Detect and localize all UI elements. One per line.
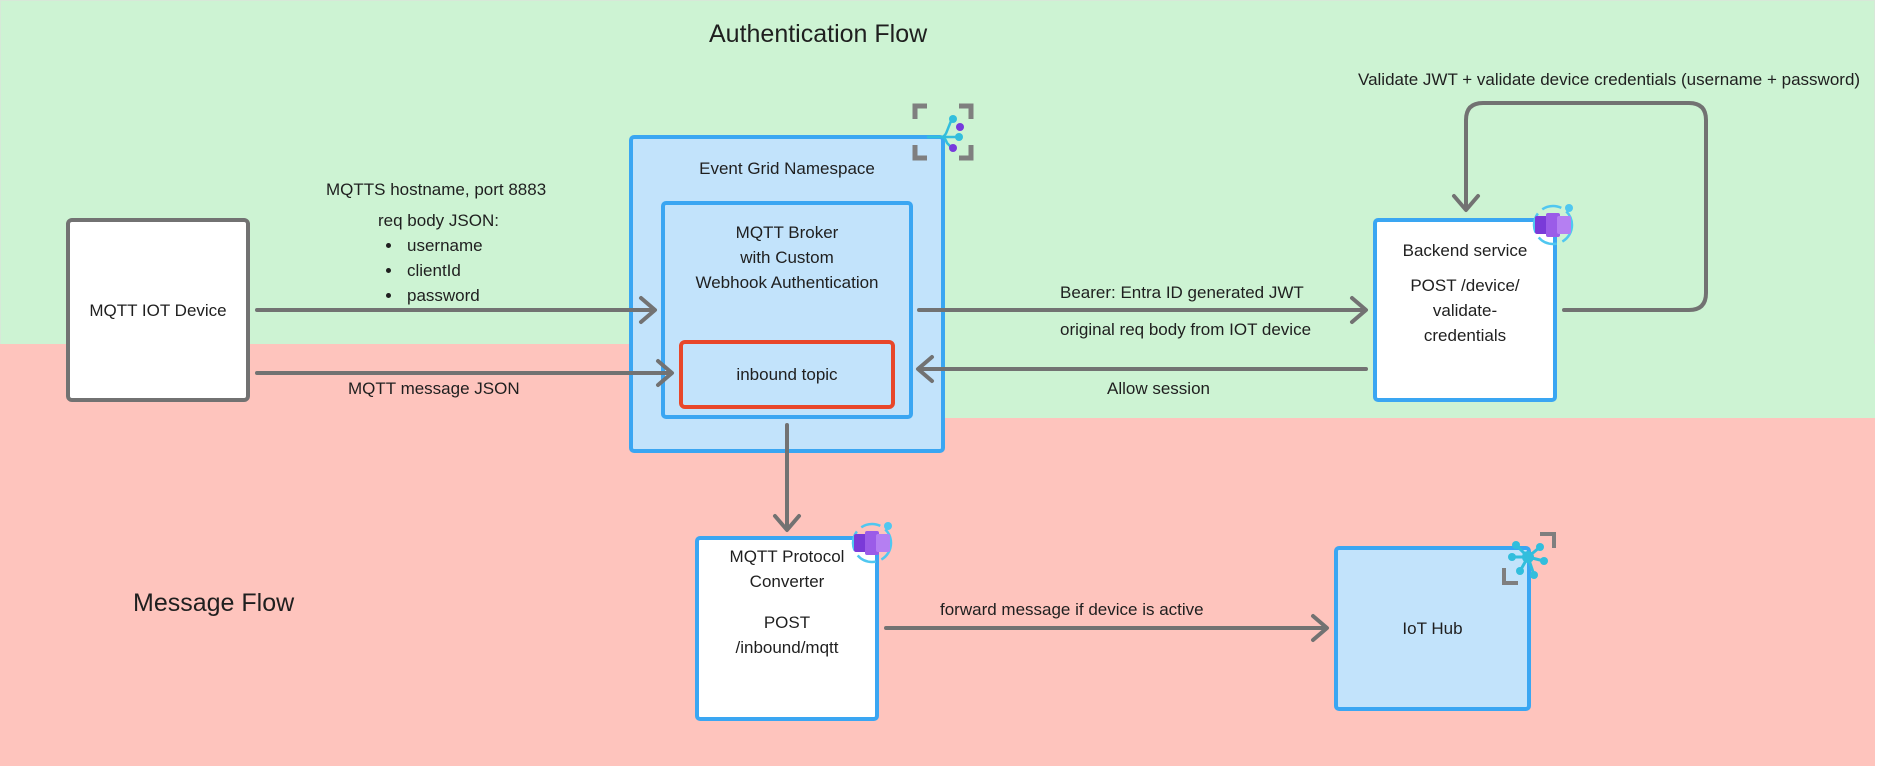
validate-label: Validate JWT + validate device credentia… [1358, 70, 1861, 89]
backend-endpoint-line-2: validate- [1432, 301, 1498, 320]
auth-flow-title: Authentication Flow [709, 20, 928, 48]
converter-endpoint-line-2: /inbound/mqtt [735, 638, 839, 657]
req-body-header-label: req body JSON: [378, 211, 499, 230]
req-fields-list: username clientId password [379, 233, 483, 308]
original-body-label: original req body from IOT device [1060, 320, 1312, 339]
req-field-username: username [403, 233, 483, 258]
converter-title-line-1: MQTT Protocol [729, 547, 845, 566]
connect-header-label: MQTTS hostname, port 8883 [326, 180, 547, 199]
iot-hub-label: IoT Hub [1402, 619, 1463, 638]
allow-session-label: Allow session [1107, 379, 1210, 398]
device-label: MQTT IOT Device [89, 300, 227, 320]
message-flow-title: Message Flow [133, 589, 295, 617]
backend-endpoint-line-1: POST /device/ [1410, 276, 1520, 295]
bearer-label: Bearer: Entra ID generated JWT [1060, 283, 1304, 302]
broker-line-1: MQTT Broker [735, 223, 839, 242]
iot-hub[interactable]: IoT Hub [1334, 546, 1531, 711]
event-grid-label: Event Grid Namespace [699, 159, 875, 178]
mqtt-iot-device[interactable]: MQTT IOT Device [66, 218, 250, 402]
req-field-clientid: clientId [403, 258, 483, 283]
backend-endpoint-line-3: credentials [1423, 326, 1507, 345]
forward-label: forward message if device is active [940, 600, 1204, 619]
message-json-label: MQTT message JSON [348, 379, 520, 398]
inbound-topic-label: inbound topic [736, 365, 838, 384]
mqtt-protocol-converter[interactable]: MQTT Protocol Converter POST /inbound/mq… [695, 536, 879, 721]
broker-line-3: Webhook Authentication [695, 273, 879, 292]
inbound-topic[interactable]: inbound topic [679, 340, 895, 409]
backend-title: Backend service [1402, 241, 1528, 260]
req-field-password: password [403, 283, 483, 308]
broker-line-2: with Custom [740, 248, 834, 267]
app-service-icon [851, 522, 893, 564]
app-service-icon [1532, 204, 1574, 246]
event-grid-icon [912, 103, 974, 161]
converter-endpoint-line-1: POST [763, 613, 811, 632]
iot-hub-icon [1502, 532, 1556, 585]
converter-title-line-2: Converter [749, 572, 825, 591]
